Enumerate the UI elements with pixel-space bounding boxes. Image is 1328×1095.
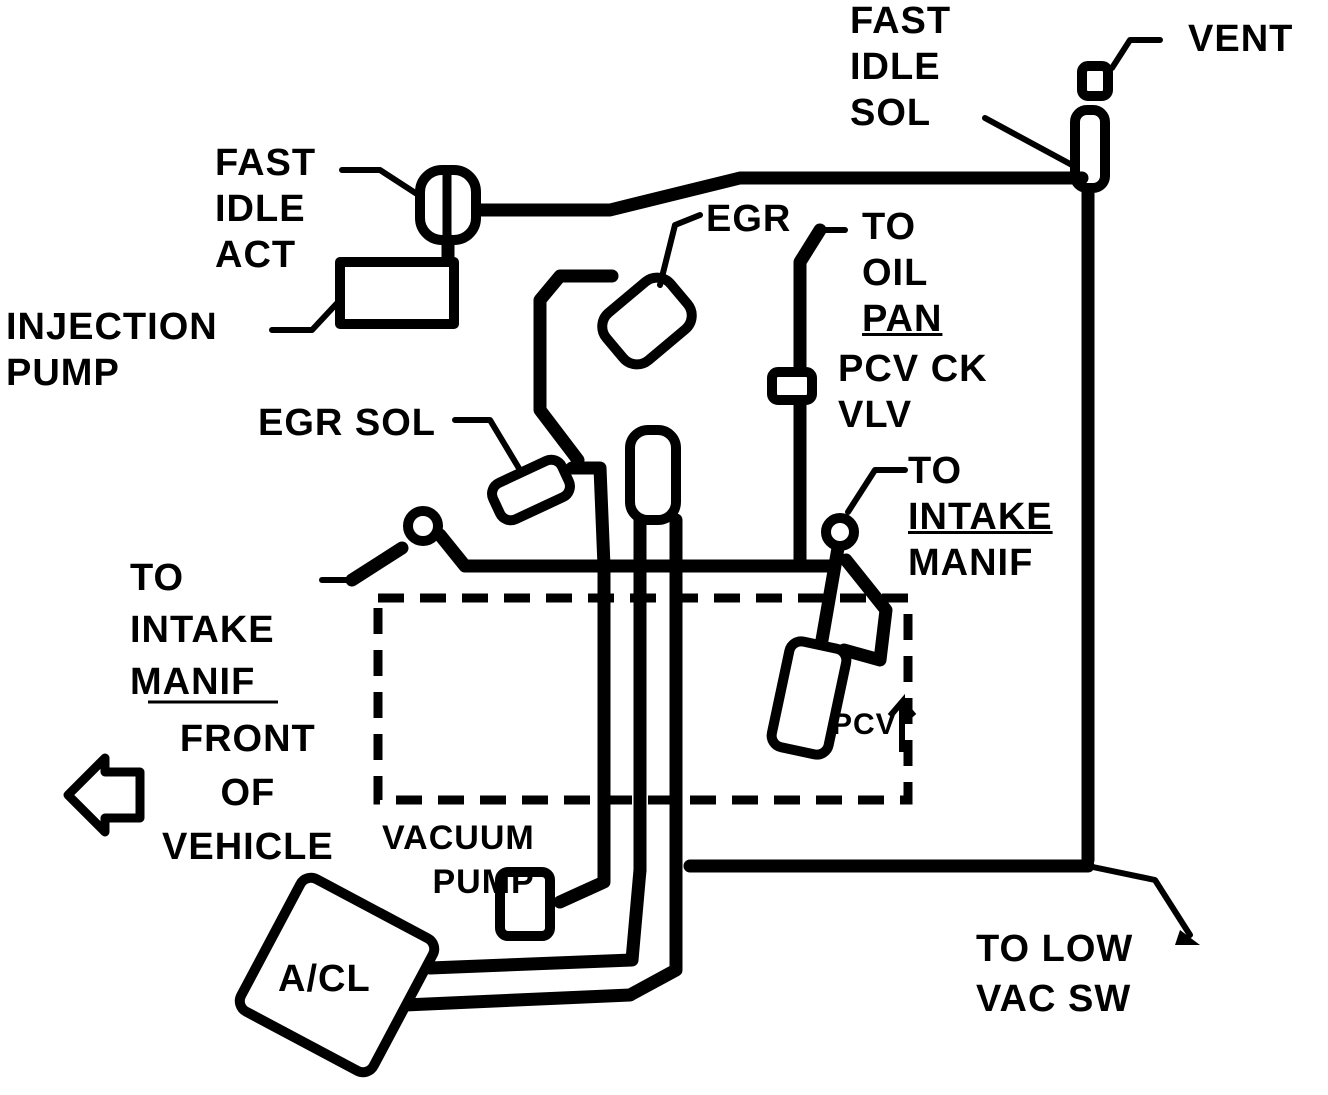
label-vacuum-pump: VACUUM PUMP [382,816,535,904]
vacuum-pump-tube-top [625,425,681,525]
label-pcv-ck-vlv-line2: VLV [838,394,913,436]
leader-to-low-vac-sw [1085,863,1193,938]
label-fast-idle-act-line1: FAST [215,142,317,184]
intake-fitting-left [403,506,443,546]
arrow-left-icon [63,753,145,837]
leader-egr-sol [452,417,523,473]
label-to-oil-pan-line2: OIL [862,252,929,294]
label-low-vac-line1: TO LOW [976,928,1134,970]
label-to-low-vac-sw: TO LOW VAC SW [976,924,1133,1024]
label-pcv-ck-vlv: PCV CK VLV [838,346,988,438]
label-intake-right-line2: INTAKE [908,496,1053,538]
label-fast-idle-act-line2: IDLE [215,188,306,230]
label-front-line2: OF [220,772,276,814]
label-fast-idle-sol-line1: FAST [850,0,952,42]
label-vacuum-pump-line2: PUMP [432,863,535,901]
egr-sol-to-manifold [565,461,611,573]
pcv-to-oil-pan-hose [793,223,827,573]
leader-fast-idle-sol [982,115,1075,168]
label-to-intake-manif-left: TO INTAKE MANIF [130,552,275,708]
pcv-body [766,636,852,760]
leader-injection-pump [269,297,343,333]
leader-intake-right [845,467,908,515]
label-pcv: PCV [832,708,897,741]
label-injection-pump: INJECTION PUMP [6,304,218,396]
fast-idle-sol-cap [1077,61,1113,101]
intake-manifold-hose [345,528,837,587]
label-to-oil-pan-line3: PAN [862,298,943,340]
label-pcv-ck-vlv-line1: PCV CK [838,348,988,390]
fast-idle-hose [471,171,1089,217]
label-intake-right-line3: MANIF [908,542,1034,584]
vacuum-pump-hose-a [553,559,611,909]
egr-valve [597,212,703,370]
pcv-ck-vlv-body [767,367,817,405]
intake-fitting-right [821,513,859,551]
egr-sol-body [487,454,575,526]
egr-hose [533,269,619,467]
label-egr-sol: EGR SOL [258,402,437,444]
injection-pump-body [335,257,459,329]
pcv-stem [815,541,845,647]
ac-hose-inner [423,863,647,975]
label-fast-idle-act-line3: ACT [215,234,297,276]
label-vacuum-pump-line1: VACUUM [382,819,535,857]
label-egr: EGR [706,198,792,240]
leader-vent [1109,37,1163,71]
acl-body [234,872,440,1078]
label-front-line1: FRONT [179,718,316,760]
label-intake-right-line1: TO [908,450,963,492]
vacuum-pump-body [495,867,555,941]
label-intake-left-line1: TO [130,557,185,599]
label-vent: VENT [1188,18,1294,60]
leader-fast-idle-act [339,167,423,199]
label-to-oil-pan: TO OIL PAN [862,204,942,342]
label-injection-pump-line2: PUMP [6,352,120,394]
label-front-line3: VEHICLE [162,826,334,868]
label-intake-left-line2: INTAKE [130,609,275,651]
egr-valve-body [597,272,697,370]
low-vac-arrow [1175,930,1200,945]
label-acl: A/CL [278,958,371,1000]
label-fast-idle-sol: FAST IDLE SOL [850,0,951,136]
label-intake-left-line3: MANIF [130,661,256,703]
leader-egr [657,212,703,288]
pcv-up-arrow [887,693,917,752]
label-to-intake-manif-right: TO INTAKE MANIF [908,448,1053,586]
label-low-vac-line2: VAC SW [976,978,1132,1020]
label-fast-idle-sol-line2: IDLE [850,46,941,88]
pcv-loop [837,553,893,667]
label-injection-pump-line1: INJECTION [6,306,218,348]
ac-hose-outer [398,513,683,1012]
label-to-oil-pan-line1: TO [862,206,917,248]
label-fast-idle-sol-line3: SOL [850,92,932,134]
fast-idle-sol-body [1070,105,1110,193]
label-front-of-vehicle: FRONT OF VEHICLE [162,712,334,874]
label-fast-idle-act: FAST IDLE ACT [215,140,316,278]
